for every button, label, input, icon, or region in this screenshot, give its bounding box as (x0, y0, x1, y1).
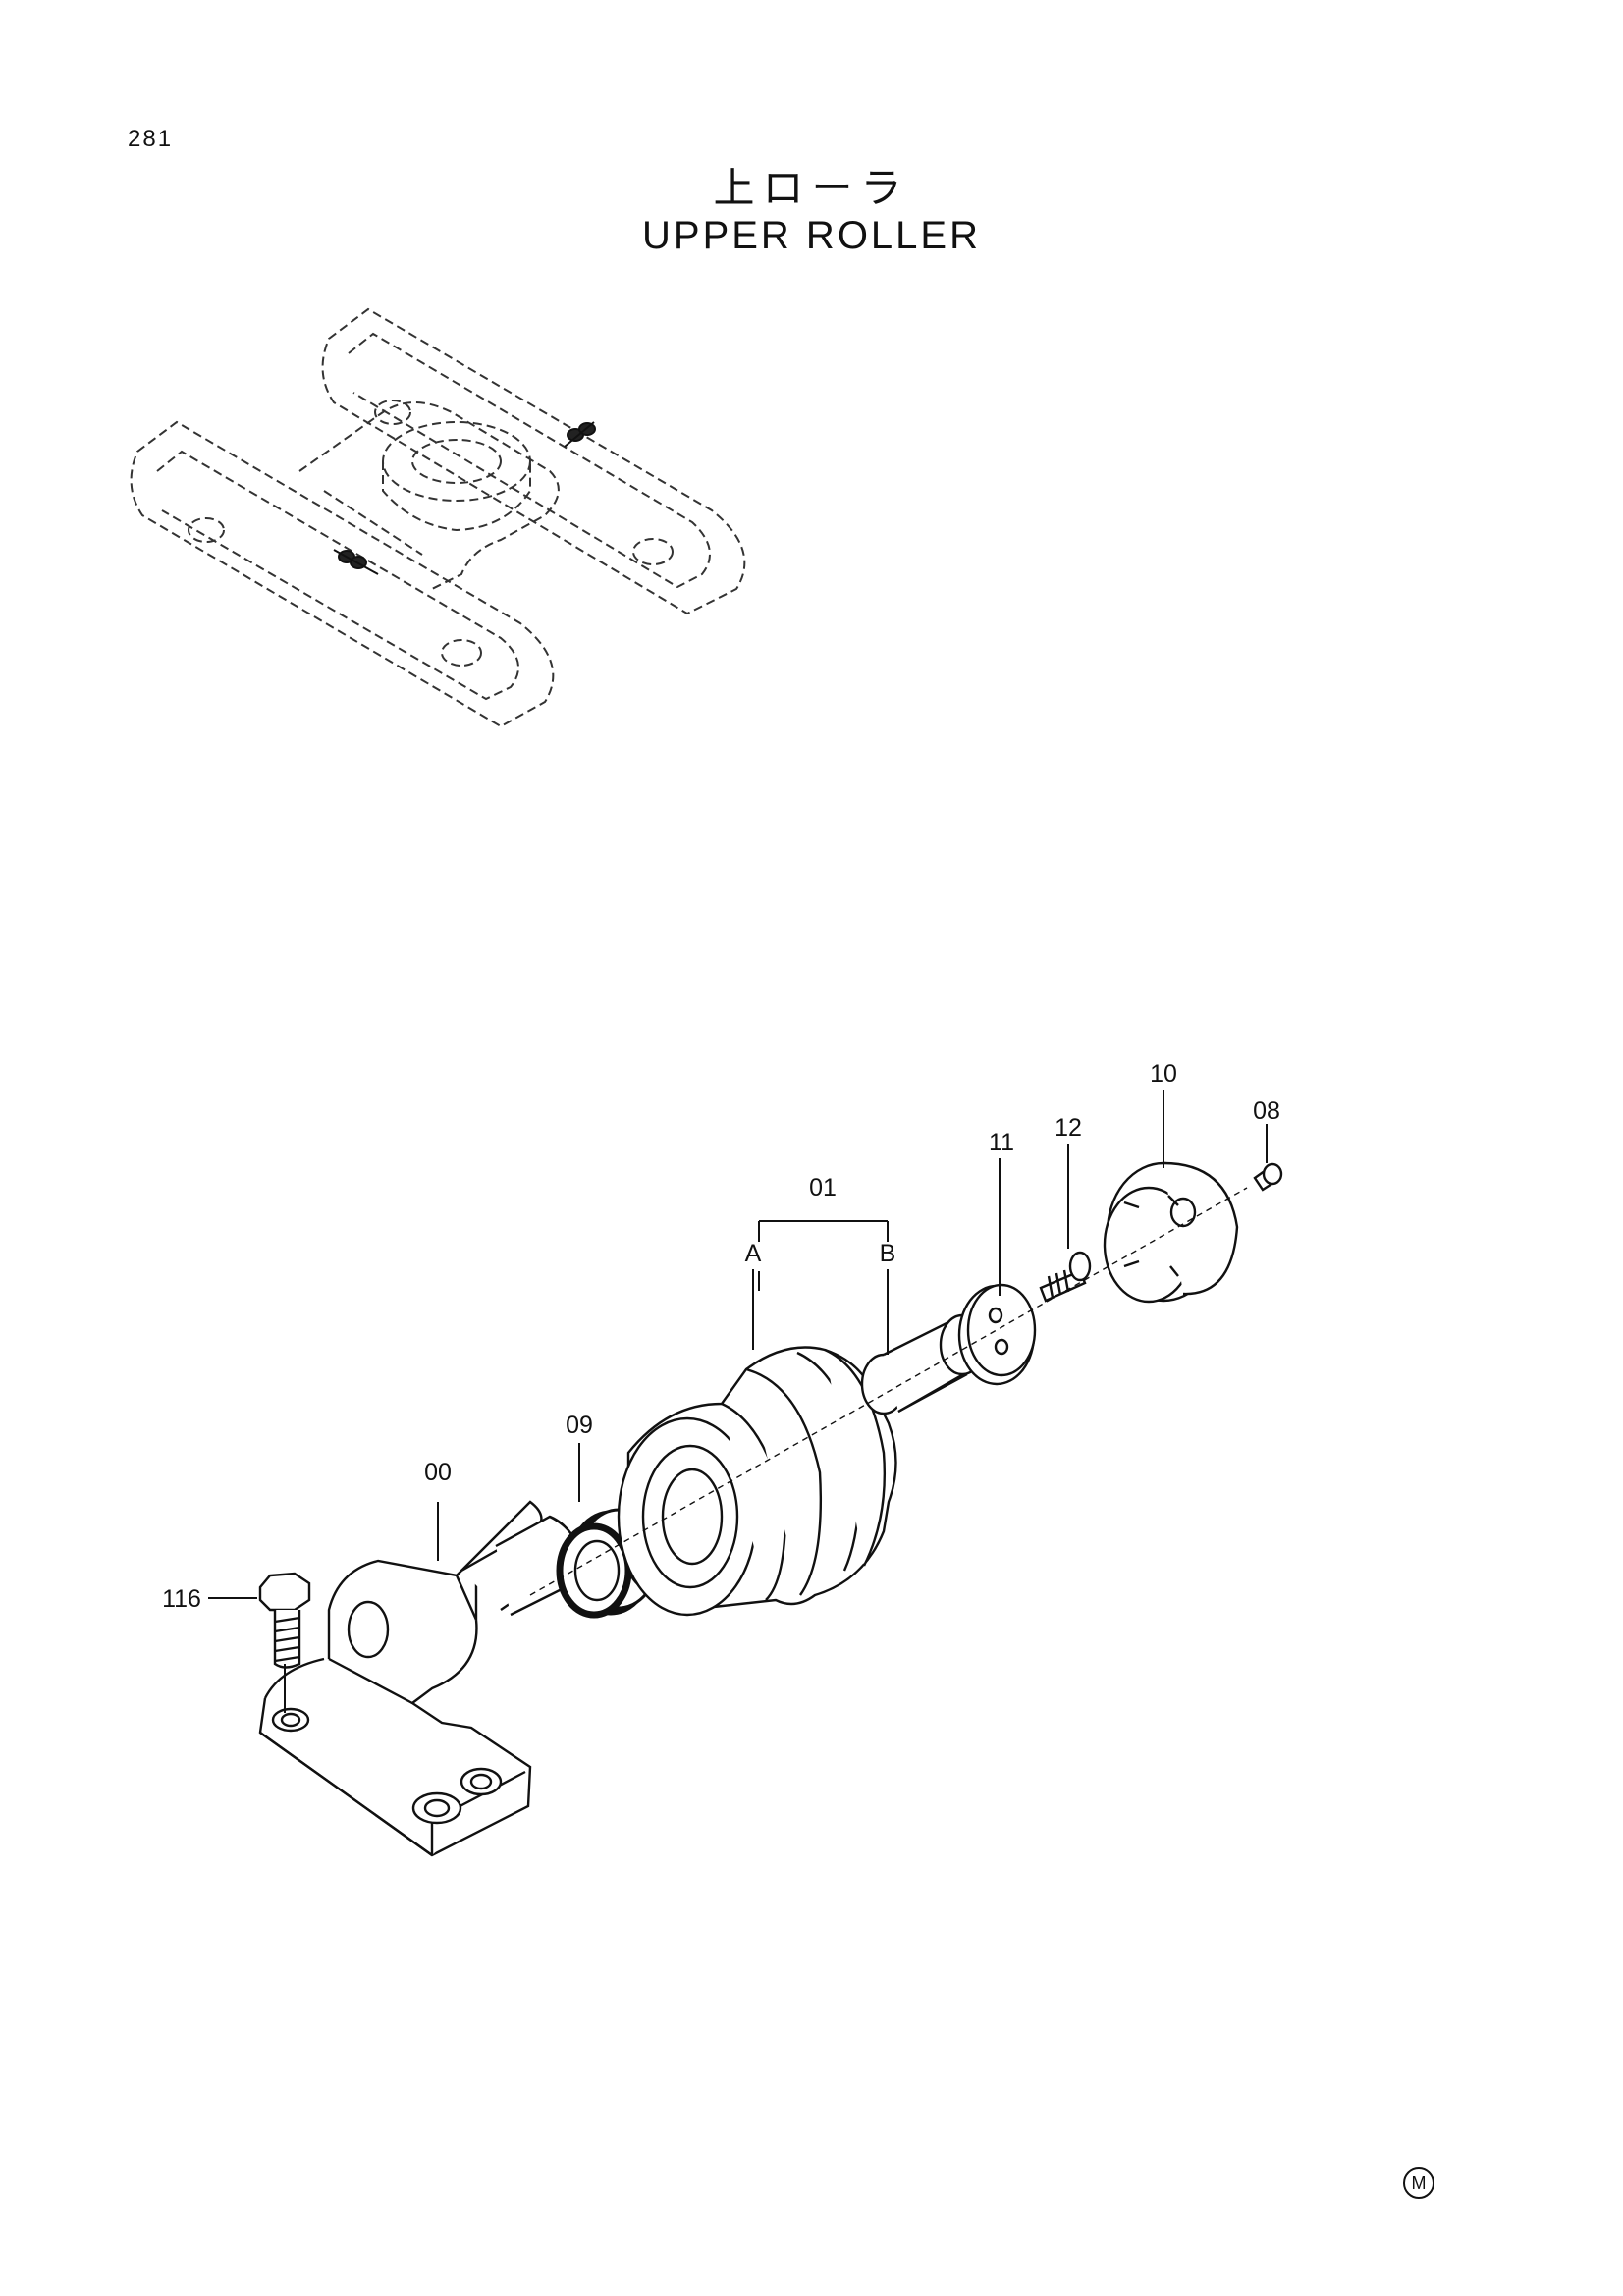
callout-116: 116 (162, 1585, 201, 1613)
plate-part (957, 1283, 1037, 1386)
exploded-assembly (258, 1161, 1283, 1857)
seal-part (556, 1508, 660, 1619)
plug-part (1253, 1162, 1283, 1192)
callout-labels: 00 01 A B 08 09 10 11 12 116 (162, 1060, 1280, 1613)
callout-11: 11 (989, 1129, 1014, 1156)
corner-mark: M (1403, 2167, 1434, 2199)
callout-08: 08 (1253, 1097, 1280, 1125)
page-number: 281 (128, 126, 174, 152)
callout-A: A (745, 1240, 762, 1267)
undercarriage-overview (130, 307, 746, 728)
callout-01: 01 (809, 1174, 837, 1201)
bolt-part (258, 1572, 311, 1669)
leader-lines (208, 1090, 1268, 1713)
overview-roller-outline (333, 421, 595, 575)
callout-10: 10 (1150, 1060, 1177, 1088)
callout-B: B (880, 1240, 896, 1267)
cover-part (1103, 1161, 1239, 1304)
callout-09: 09 (566, 1412, 593, 1439)
callout-00: 00 (424, 1459, 452, 1486)
roller-part (617, 1346, 897, 1617)
bracket-part (258, 1500, 581, 1857)
title-english: UPPER ROLLER (642, 214, 981, 257)
overview-roller-highlight (338, 422, 596, 569)
title-japanese: 上ローラ (713, 164, 910, 212)
screw-part (1039, 1251, 1092, 1303)
callout-12: 12 (1055, 1114, 1082, 1142)
